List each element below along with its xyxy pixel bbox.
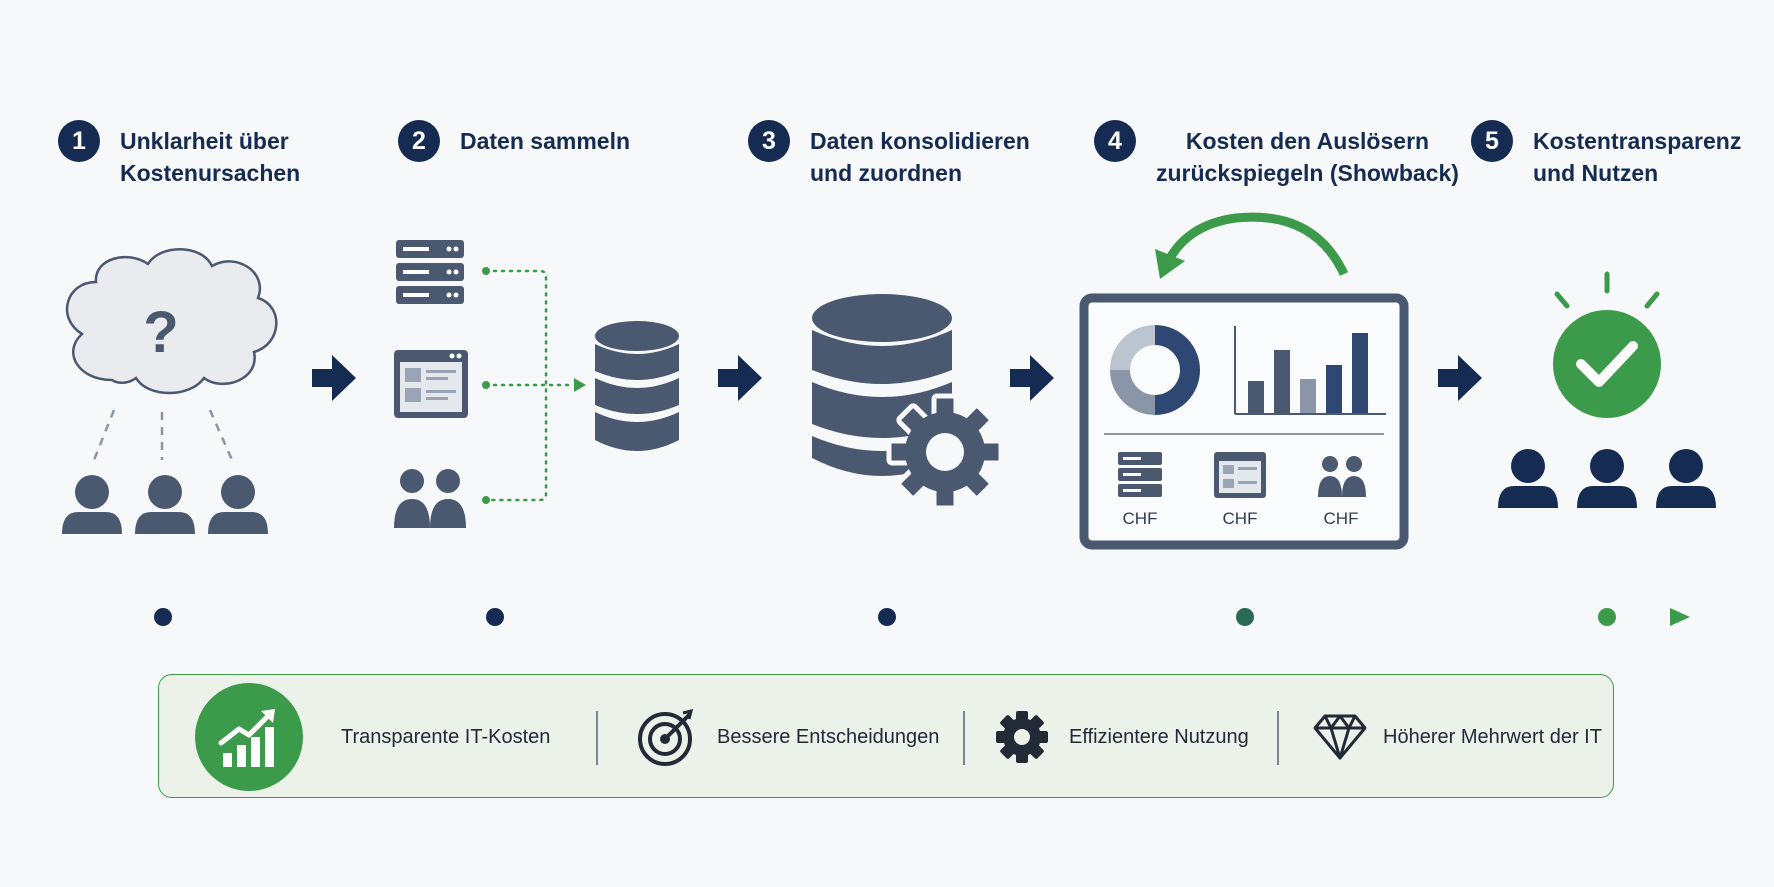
timeline-marker <box>1598 608 1616 626</box>
feedback-arrow-icon <box>1166 212 1349 276</box>
step-2-title: Daten sammeln <box>460 128 631 154</box>
benefit-it-value: Höherer Mehrwert der IT <box>1313 675 1602 799</box>
browser-window-icon <box>1214 452 1266 498</box>
connector-dot <box>482 381 490 389</box>
step-3-title: Daten konsolidieren und zuordnen <box>810 128 1030 186</box>
divider <box>963 711 965 765</box>
question-cloud-icon: ? <box>65 248 278 395</box>
people-group-icon <box>62 475 268 534</box>
flow-arrow-icon <box>1010 355 1054 401</box>
server-stack-icon <box>396 240 464 304</box>
flow-arrow-icon <box>1438 355 1482 401</box>
server-stack-icon <box>1118 452 1162 497</box>
cost-label: CHF <box>1324 509 1359 528</box>
benefit-better-decisions: Bessere Entscheidungen <box>637 675 939 799</box>
trend-up-chart-icon <box>195 683 303 791</box>
step-5-title: Kostentransparenz und Nutzen <box>1533 128 1742 186</box>
diamond-icon <box>1313 714 1367 760</box>
step-3-number: 3 <box>748 120 790 162</box>
people-group-icon <box>1498 449 1716 508</box>
step-3-header: 3 Daten konsolidieren und zuordnen <box>748 120 1030 189</box>
benefit-label: Transparente IT-Kosten <box>341 725 551 748</box>
step-5-header: 5 Kostentransparenz und Nutzen <box>1471 120 1741 189</box>
donut-chart <box>1110 325 1200 415</box>
target-icon <box>638 708 694 766</box>
gear-icon <box>996 711 1048 763</box>
step-4-header: 4 Kosten den Auslösern zurückspiegeln (S… <box>1094 120 1459 189</box>
svg-text:?: ? <box>143 300 178 365</box>
success-check-icon <box>1553 271 1661 418</box>
benefit-label: Effizientere Nutzung <box>1069 725 1249 748</box>
database-settings-icon <box>812 294 1004 511</box>
browser-window-icon <box>394 350 468 418</box>
timeline <box>154 608 1690 626</box>
timeline-marker <box>154 608 172 626</box>
divider <box>596 711 598 765</box>
bar-chart <box>1234 326 1386 415</box>
benefits-panel: Transparente IT-Kosten Bessere Entscheid… <box>158 674 1614 798</box>
connector-dot <box>482 496 490 504</box>
timeline-arrowhead-icon <box>1670 608 1690 626</box>
dashed-connector-lines <box>92 409 234 461</box>
gear-icon <box>886 393 1004 511</box>
step-1-title: Unklarheit über Kostenursachen <box>120 128 301 186</box>
flow-arrow-icon <box>718 355 762 401</box>
connector-dot <box>482 267 490 275</box>
cost-label: CHF <box>1123 509 1158 528</box>
step-2-header: 2 Daten sammeln <box>398 120 630 162</box>
step-4-number: 4 <box>1094 120 1136 162</box>
database-icon <box>595 321 679 451</box>
users-icon <box>394 469 466 528</box>
cost-label: CHF <box>1223 509 1258 528</box>
timeline-marker <box>486 608 504 626</box>
step-4-title: Kosten den Auslösern zurückspiegeln (Sho… <box>1156 128 1459 186</box>
step-1-number: 1 <box>58 120 100 162</box>
arrowhead-icon <box>574 378 586 392</box>
step-1-header: 1 Unklarheit über Kostenursachen <box>58 120 300 189</box>
divider <box>1277 711 1279 765</box>
benefit-transparent-costs: Transparente IT-Kosten <box>195 675 550 799</box>
showback-dashboard: CHF CHF CHF <box>1079 212 1409 550</box>
timeline-marker <box>1236 608 1254 626</box>
users-icon <box>1318 456 1366 497</box>
step-5-number: 5 <box>1471 120 1513 162</box>
step-2-number: 2 <box>398 120 440 162</box>
timeline-marker <box>878 608 896 626</box>
flow-arrow-icon <box>312 355 356 401</box>
benefit-efficient-usage: Effizientere Nutzung <box>995 675 1249 799</box>
benefit-label: Höherer Mehrwert der IT <box>1383 725 1602 748</box>
benefit-label: Bessere Entscheidungen <box>717 725 940 748</box>
collection-dotted-lines <box>484 269 576 502</box>
